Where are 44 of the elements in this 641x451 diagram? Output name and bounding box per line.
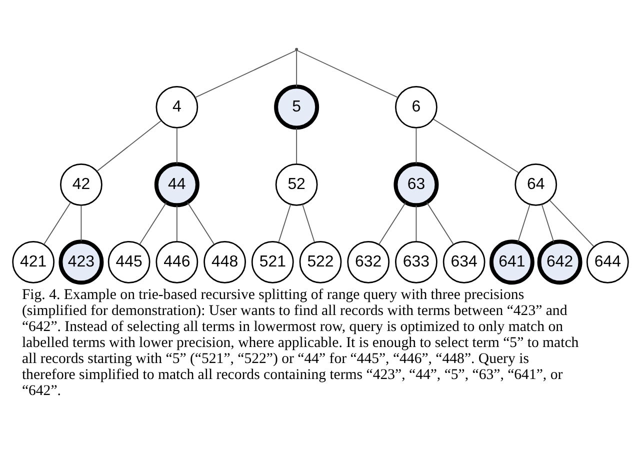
connector xyxy=(549,199,594,246)
node-circle: 63 xyxy=(394,162,439,207)
node-circle: 632 xyxy=(347,240,390,283)
connector xyxy=(194,49,297,98)
node-circle: 644 xyxy=(586,240,629,283)
connector xyxy=(296,49,298,87)
node-circle: 423 xyxy=(58,239,104,284)
connector xyxy=(296,127,298,164)
node-circle: 448 xyxy=(204,240,246,283)
connector xyxy=(416,204,417,242)
connector xyxy=(541,203,554,242)
connector xyxy=(80,204,82,242)
node-circle: 445 xyxy=(108,240,150,283)
connector xyxy=(176,127,178,164)
node-circle: 6 xyxy=(395,85,438,128)
node-circle: 522 xyxy=(299,240,342,283)
connector xyxy=(416,127,417,164)
node-circle: 641 xyxy=(489,239,534,284)
connector xyxy=(96,120,162,172)
node-circle: 52 xyxy=(275,162,318,206)
node-circle: 64 xyxy=(514,162,558,206)
connector xyxy=(187,202,215,244)
node-circle: 5 xyxy=(274,84,320,130)
node-circle: 634 xyxy=(442,240,486,283)
node-circle: 642 xyxy=(537,239,582,284)
caption: Fig. 4. Example on trie-based recursive splitting of range query with three precisions (simplified for demonstration): User wants to find all records with terms between “423” and “642”. Instead of selecting all terms in lowermost row, query is optimized to only match on labelled terms with lower precision, where applicable. It is enough to select term “5” to match all records starting with “5” (“521”, “522”) or “44” for “445”, “446”, “448”. Query is therefore simplified to match all records containing terms “423”, “44”, “5”, “63”, “641”, or “642”. xyxy=(22,286,579,398)
connector xyxy=(296,49,398,98)
node-circle: 4 xyxy=(156,85,198,128)
connector xyxy=(176,204,178,242)
node-circle: 421 xyxy=(12,240,55,283)
connector xyxy=(139,202,167,244)
node-circle: 42 xyxy=(60,162,102,206)
node-circle: 521 xyxy=(251,240,294,283)
connector xyxy=(426,202,454,244)
node-circle: 633 xyxy=(395,240,438,283)
node-circle: 446 xyxy=(156,240,198,283)
connector xyxy=(44,202,72,244)
connector xyxy=(432,118,520,173)
connector xyxy=(518,203,530,242)
node-point xyxy=(295,47,298,50)
node-circle: 44 xyxy=(154,162,200,207)
connector xyxy=(302,203,315,242)
connector xyxy=(378,202,406,244)
connector xyxy=(278,203,292,242)
